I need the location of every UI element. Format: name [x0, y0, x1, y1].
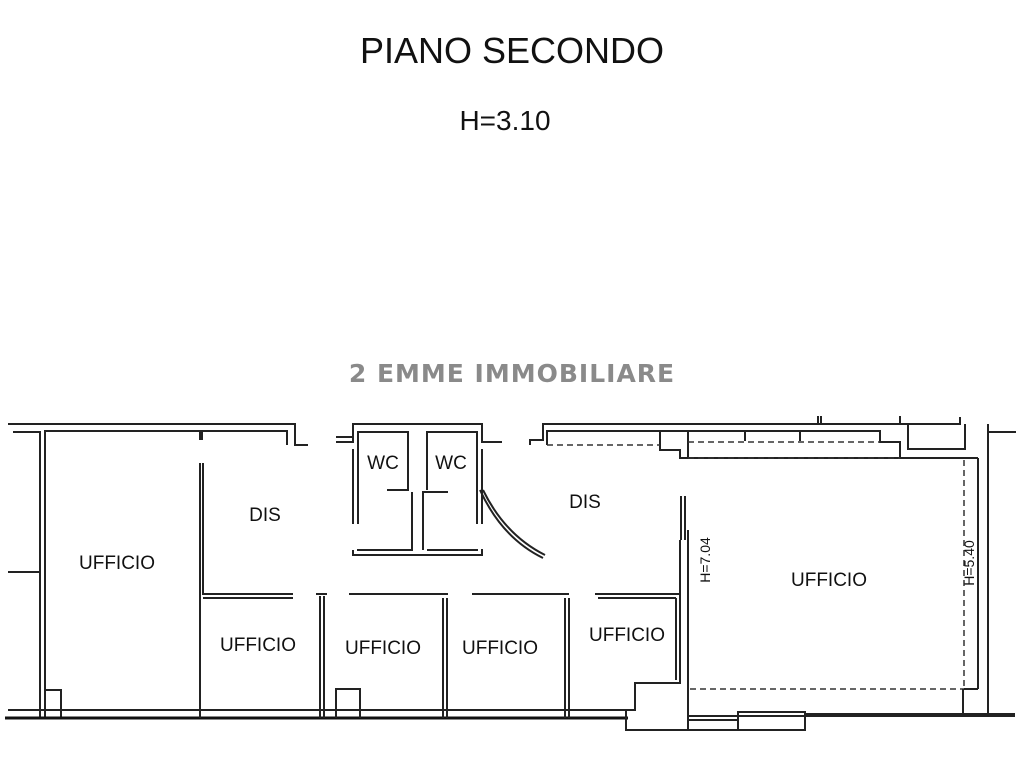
watermark: 2 EMME IMMOBILIARE	[349, 359, 675, 388]
dimension-left-height: H=7.04	[697, 537, 713, 583]
plan-title: PIANO SECONDO	[360, 30, 664, 71]
room-labels: UFFICIO DIS WC WC DIS UFFICIO UFFICIO UF…	[79, 453, 867, 659]
dimension-right-height: H=5.40	[961, 540, 977, 586]
room-label-dis-left: DIS	[249, 505, 281, 526]
room-label-ufficio-left: UFFICIO	[79, 553, 155, 574]
room-label-ufficio-4: UFFICIO	[462, 638, 538, 659]
room-label-ufficio-5: UFFICIO	[589, 625, 665, 646]
room-label-ufficio-2: UFFICIO	[220, 635, 296, 656]
plan-height: H=3.10	[459, 105, 550, 136]
room-label-ufficio-big: UFFICIO	[791, 570, 867, 591]
walls	[5, 416, 1016, 731]
room-label-dis-right: DIS	[569, 492, 601, 513]
room-label-wc-2: WC	[435, 453, 467, 474]
room-label-ufficio-3: UFFICIO	[345, 638, 421, 659]
door-swing	[482, 489, 546, 556]
room-label-wc-1: WC	[367, 453, 399, 474]
